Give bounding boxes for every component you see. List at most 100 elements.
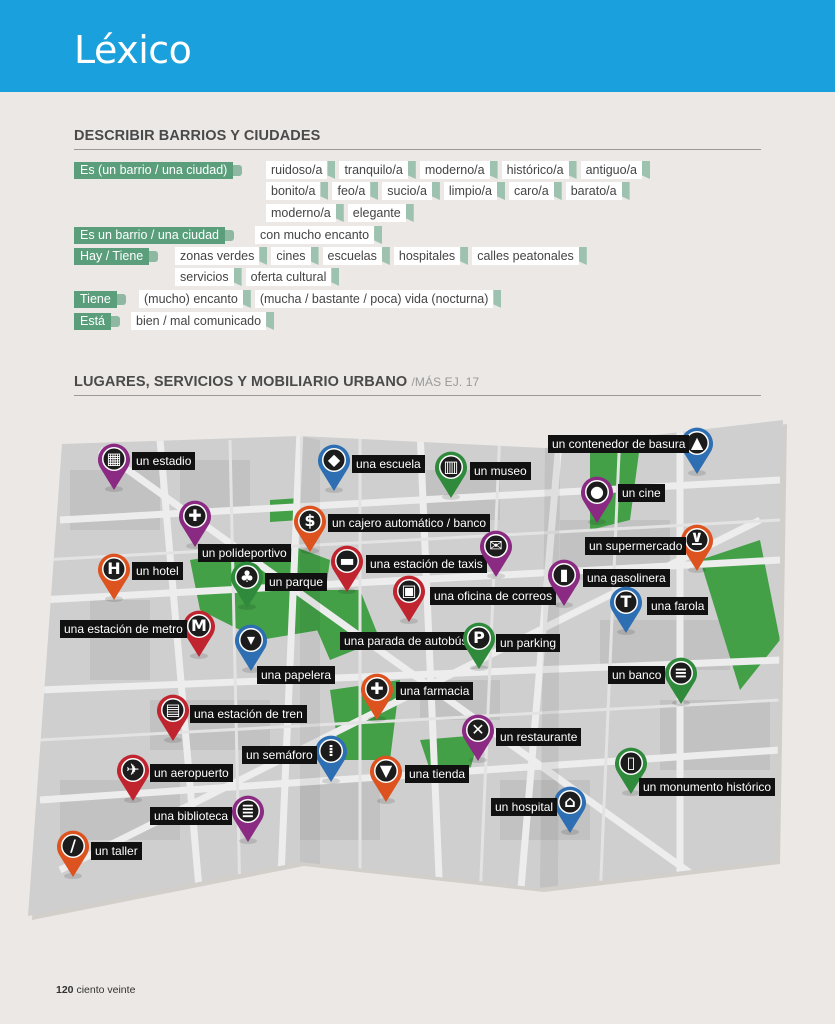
pin-glyph: ✉ bbox=[489, 536, 503, 555]
bus-icon: ▣ bbox=[392, 574, 426, 624]
cutlery-icon: ✕ bbox=[461, 713, 495, 763]
metro-icon: M bbox=[182, 609, 216, 659]
place-label: una escuela bbox=[352, 455, 425, 473]
stadium-icon: ▦ bbox=[97, 442, 131, 492]
pin-glyph: T bbox=[620, 592, 632, 611]
place-label: un taller bbox=[91, 842, 142, 860]
vocab-row: con mucho encanto bbox=[255, 226, 386, 244]
pin-glyph: P bbox=[473, 628, 485, 647]
vocab-chip: limpio/a bbox=[443, 182, 497, 200]
vocab-label: Está bbox=[74, 312, 121, 330]
vocab-chip: sucio/a bbox=[382, 182, 432, 200]
vocab-chip: cines bbox=[271, 247, 311, 265]
place-label: un monumento histórico bbox=[639, 778, 776, 796]
place-label: un supermercado bbox=[585, 537, 687, 555]
place-label: una parada de autobús bbox=[340, 632, 472, 650]
vocab-label: Es (un barrio / una ciudad) bbox=[74, 161, 243, 179]
place-label: una farola bbox=[647, 597, 709, 615]
place-label: una tienda bbox=[405, 765, 470, 783]
section-rule bbox=[74, 395, 761, 396]
page-number-text: ciento veinte bbox=[76, 984, 136, 996]
pin-glyph: ▮ bbox=[559, 565, 569, 584]
wrench-icon: / bbox=[56, 829, 90, 879]
vocab-chip: antiguo/a bbox=[580, 161, 642, 179]
pin-glyph: ▣ bbox=[401, 581, 417, 600]
section-rule bbox=[74, 149, 761, 150]
pin-glyph: ✈ bbox=[126, 760, 140, 779]
page-number: 120 bbox=[56, 984, 74, 996]
pin-glyph: M bbox=[191, 616, 207, 635]
pin-glyph: ⊻ bbox=[690, 530, 704, 549]
vocab-chip: zonas verdes bbox=[175, 247, 260, 265]
place-label: un polideportivo bbox=[198, 544, 291, 562]
vocab-label: Es un barrio / una ciudad bbox=[74, 226, 234, 244]
place-label: un parque bbox=[265, 573, 328, 591]
place-label: un restaurante bbox=[496, 728, 582, 746]
vocab-chip: escuelas bbox=[322, 247, 382, 265]
place-label: un semáforo bbox=[242, 746, 317, 764]
pin-glyph: ▲ bbox=[690, 433, 704, 452]
vocab-chip: tranquilo/a bbox=[339, 161, 408, 179]
section-title-describir: DESCRIBIR BARRIOS Y CIUDADES bbox=[74, 128, 321, 144]
exercise-ref: /MÁS EJ. 17 bbox=[411, 375, 480, 389]
pin-glyph: ▬ bbox=[339, 551, 355, 570]
section-title-lugares: LUGARES, SERVICIOS Y MOBILIARIO URBANO /… bbox=[74, 374, 479, 390]
streetlight-icon: T bbox=[609, 585, 643, 635]
park-icon: ♣ bbox=[230, 560, 264, 610]
house-icon: ⌂ bbox=[553, 785, 587, 835]
vocab-label: Tiene bbox=[74, 290, 126, 308]
bench-icon: ≡ bbox=[664, 656, 698, 706]
monument-icon: ▯ bbox=[614, 746, 648, 796]
pharmacy-icon: ✚ bbox=[360, 672, 394, 722]
pin-glyph: ▦ bbox=[106, 449, 122, 468]
vocab-row: bien / mal comunicado bbox=[131, 312, 278, 330]
books-icon: ≣ bbox=[231, 794, 265, 844]
pin-glyph: ⁞ bbox=[327, 741, 335, 760]
vocab-chip: caro/a bbox=[508, 182, 554, 200]
pin-glyph: ✚ bbox=[370, 679, 384, 698]
place-label: un aeropuerto bbox=[150, 764, 233, 782]
pin-glyph: / bbox=[70, 836, 76, 855]
place-label: una estación de metro bbox=[60, 620, 187, 638]
museum-icon: ▥ bbox=[434, 450, 468, 500]
pin-glyph: ▤ bbox=[165, 700, 181, 719]
fuel-icon: ▮ bbox=[547, 558, 581, 608]
place-label: un cine bbox=[618, 484, 665, 502]
pin-glyph: ≡ bbox=[674, 663, 688, 682]
place-label: un estadio bbox=[132, 452, 196, 470]
camera-icon: ● bbox=[580, 475, 614, 525]
vocab-chip: histórico/a bbox=[501, 161, 569, 179]
cart-icon: ⊻ bbox=[680, 523, 714, 573]
graduation-cap-icon: ◆ bbox=[317, 443, 351, 493]
place-label: una biblioteca bbox=[150, 807, 233, 825]
pin-glyph: ◆ bbox=[327, 450, 341, 469]
place-label: un hospital bbox=[491, 798, 558, 816]
place-label: una farmacia bbox=[396, 682, 474, 700]
place-label: un hotel bbox=[132, 562, 183, 580]
place-label: un museo bbox=[470, 462, 531, 480]
vocab-chip: feo/a bbox=[332, 182, 371, 200]
vocab-chip: moderno/a bbox=[266, 204, 336, 222]
hotel-icon: H bbox=[97, 552, 131, 602]
parking-icon: P bbox=[462, 621, 496, 671]
atm-icon: $ bbox=[293, 504, 327, 554]
vocab-chip: bien / mal comunicado bbox=[131, 312, 267, 330]
bin-icon: ▾ bbox=[234, 623, 268, 673]
place-label: una gasolinera bbox=[583, 569, 670, 587]
envelope-icon: ✉ bbox=[479, 529, 513, 579]
vocab-label: Hay / Tiene bbox=[74, 247, 159, 265]
vocab-row: (mucho) encanto(mucha / bastante / poca)… bbox=[139, 290, 505, 308]
pin-glyph: ≣ bbox=[241, 801, 255, 820]
page-footer: 120 ciento veinte bbox=[56, 984, 135, 996]
vocab-chip: oferta cultural bbox=[245, 268, 332, 286]
place-label: una oficina de correos bbox=[430, 587, 557, 605]
plane-icon: ✈ bbox=[116, 753, 150, 803]
shirt-icon: ▼ bbox=[369, 754, 403, 804]
place-label: un banco bbox=[608, 666, 666, 684]
train-icon: ▤ bbox=[156, 693, 190, 743]
